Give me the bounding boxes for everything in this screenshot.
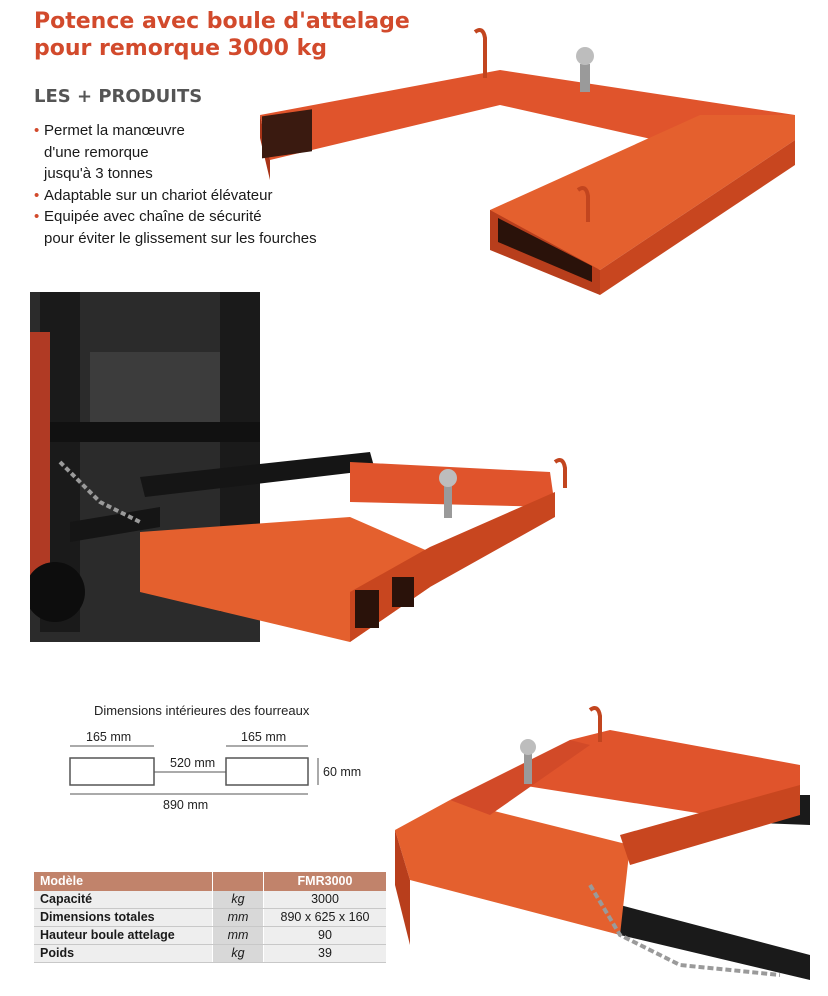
dim-height-label: 60 mm	[323, 765, 361, 779]
table-row: Hauteur boule attelage mm 90	[34, 926, 386, 945]
feature-line: Adaptable sur un chariot élévateur	[44, 186, 273, 204]
table-row: Poids kg 39	[34, 944, 386, 963]
row-value: 90	[263, 926, 386, 945]
header-model-value: FMR3000	[263, 872, 386, 891]
feature-item: • Permet la manœuvre d'une remorque jusq…	[34, 120, 317, 185]
row-unit: kg	[212, 891, 264, 909]
feature-line: Equipée avec chaîne de sécurité	[44, 208, 262, 225]
hook-icon	[473, 28, 487, 78]
product-photo-bottom	[395, 706, 810, 980]
row-label: Poids	[34, 944, 213, 963]
feature-line: jusqu'à 3 tonnes	[44, 165, 153, 182]
product-photo-top	[260, 28, 795, 295]
chain-icon	[58, 460, 141, 524]
section-heading: LES + PRODUITS	[34, 86, 203, 107]
hook-icon	[576, 186, 590, 222]
feature-list: • Permet la manœuvre d'une remorque jusq…	[34, 120, 317, 249]
table-row: Capacité kg 3000	[34, 891, 386, 909]
header-unit	[212, 872, 264, 891]
title-line-1: Potence avec boule d'attelage	[34, 9, 410, 34]
row-label: Hauteur boule attelage	[34, 926, 213, 945]
dim-gap-label: 520 mm	[170, 756, 215, 770]
title-line-2: pour remorque 3000 kg	[34, 36, 327, 61]
dim-sleeve-left-label: 165 mm	[86, 730, 131, 744]
table-row: Dimensions totales mm 890 x 625 x 160	[34, 908, 386, 927]
row-unit: mm	[212, 908, 264, 927]
hook-icon	[553, 458, 567, 488]
row-value: 3000	[263, 891, 386, 909]
tow-ball-icon	[576, 47, 594, 65]
row-value: 39	[263, 944, 386, 963]
spec-table: Modèle FMR3000 Capacité kg 3000 Dimensio…	[34, 872, 386, 963]
header-model-label: Modèle	[34, 872, 213, 891]
bullet-icon: •	[34, 208, 40, 225]
dimensions-diagram: 165 mm 165 mm 520 mm 60 mm 890 mm	[69, 730, 361, 812]
tow-ball-icon	[439, 469, 457, 487]
dimensions-title: Dimensions intérieures des fourreaux	[94, 703, 310, 718]
dim-sleeve-right-label: 165 mm	[241, 730, 286, 744]
row-value: 890 x 625 x 160	[263, 908, 386, 927]
feature-line: d'une remorque	[44, 143, 149, 161]
tow-ball-icon	[520, 739, 536, 755]
spec-table-header: Modèle FMR3000	[34, 872, 386, 891]
row-label: Capacité	[34, 891, 213, 909]
bullet-icon: •	[34, 122, 40, 139]
page-title: Potence avec boule d'attelage pour remor…	[34, 8, 410, 62]
dim-total-label: 890 mm	[163, 798, 208, 812]
feature-item: • Adaptable sur un chariot élévateur	[34, 185, 317, 207]
row-label: Dimensions totales	[34, 908, 213, 927]
sleeve-left	[69, 757, 155, 786]
feature-line: Permet la manœuvre	[44, 122, 185, 139]
feature-item: • Equipée avec chaîne de sécurité pour é…	[34, 206, 317, 249]
bullet-icon: •	[34, 186, 40, 204]
row-unit: kg	[212, 944, 264, 963]
product-photo-forklift	[30, 292, 567, 642]
hook-icon	[588, 706, 602, 742]
feature-line: pour éviter le glissement sur les fourch…	[44, 229, 317, 247]
chain-icon	[588, 883, 781, 977]
row-unit: mm	[212, 926, 264, 945]
sleeve-right	[225, 757, 309, 786]
